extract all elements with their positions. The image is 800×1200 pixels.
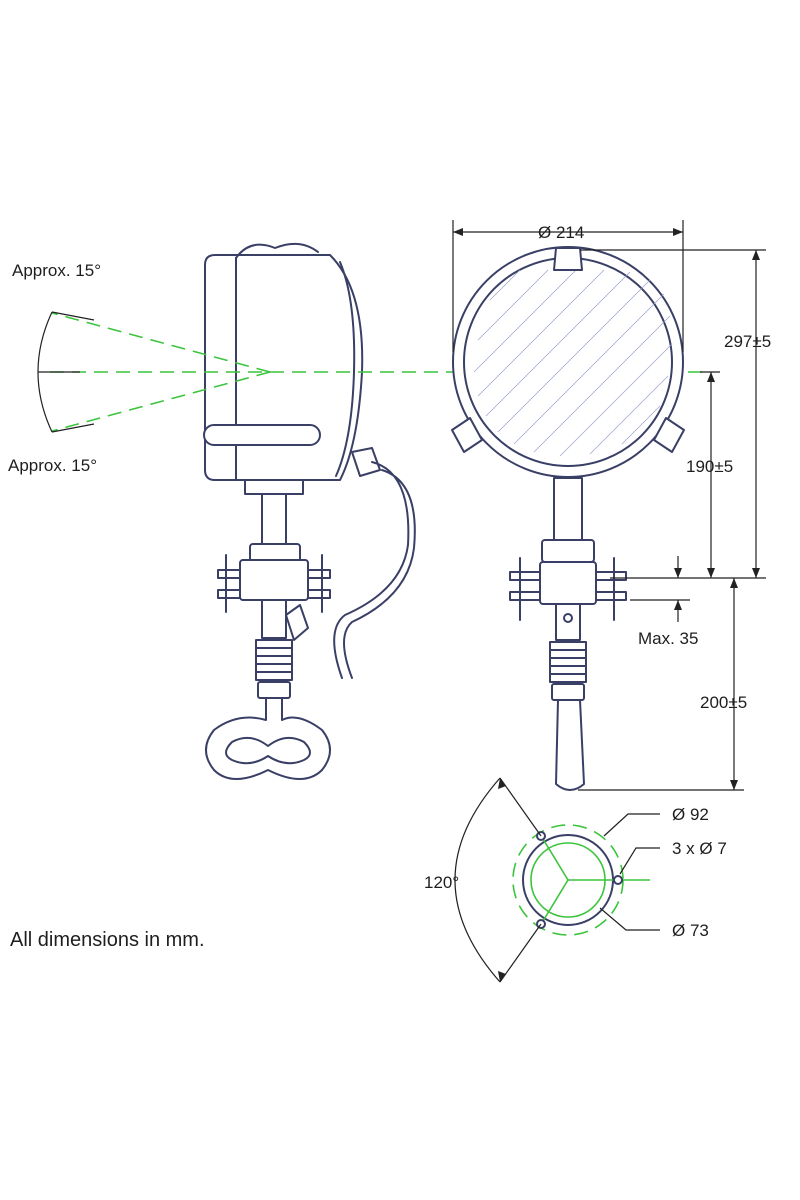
beam-angle-arc (37, 311, 95, 433)
front-handle-grip (555, 699, 585, 791)
side-handle-shaft (261, 599, 287, 639)
angle-lower-label: Approx. 15° (8, 456, 97, 475)
diameter-92-label: Ø 92 (672, 805, 709, 824)
units-note: All dimensions in mm. (10, 929, 205, 951)
front-neck-collar (541, 539, 595, 563)
diameter-214-label: Ø 214 (538, 223, 584, 242)
side-handle-bar (203, 424, 321, 446)
angle-arc-lower-tick (51, 423, 95, 433)
height-297-label: 297±5 (724, 332, 771, 351)
bolt-hole-3 (613, 875, 623, 885)
height-200-label: 200±5 (700, 693, 747, 712)
angle-120-arc (454, 777, 501, 983)
cable-gland (351, 447, 381, 477)
left-clamp-knob (451, 417, 483, 453)
lens-glass-hatch (473, 269, 673, 457)
side-spring-cap (257, 681, 291, 699)
side-loop-handle-inner (225, 736, 311, 765)
holes-label: 3 x Ø 7 (672, 839, 727, 858)
side-clamp-knob (285, 604, 309, 641)
angle-120-label: 120° (424, 873, 459, 892)
diameter-73-label: Ø 73 (672, 921, 709, 940)
housing-top-bump (235, 242, 319, 259)
side-view (203, 242, 416, 780)
angle-upper-label: Approx. 15° (12, 261, 101, 280)
pattern-spoke-upper (539, 833, 569, 881)
beam-upper-line (51, 312, 271, 373)
bolt-hole-pattern (454, 777, 660, 983)
side-neck-block (244, 479, 304, 495)
max-35-label: Max. 35 (638, 629, 698, 648)
angle-arc-upper-tick (51, 311, 95, 321)
front-mount-block (539, 561, 597, 605)
front-neck-shaft (553, 477, 583, 541)
leader-holes (619, 847, 660, 875)
side-loop-handle (205, 697, 331, 780)
height-190-label: 190±5 (686, 457, 733, 476)
front-shaft-pin (563, 613, 573, 623)
beam-lower-line (51, 371, 271, 432)
right-clamp-knob (653, 417, 685, 453)
leader-73 (599, 907, 660, 931)
housing-rear-curve (335, 261, 356, 477)
front-spring (549, 641, 587, 683)
front-view (451, 246, 685, 791)
top-clamp (553, 247, 583, 271)
power-cable (333, 461, 416, 679)
side-neck-shaft (261, 493, 287, 545)
pattern-spoke-lower (539, 879, 569, 927)
front-spring-cap (551, 683, 585, 701)
lamp-housing-side (204, 254, 364, 481)
dimension-lines (452, 220, 766, 791)
leader-92 (603, 813, 660, 837)
side-mount-block (239, 559, 309, 601)
side-spring (255, 639, 293, 681)
